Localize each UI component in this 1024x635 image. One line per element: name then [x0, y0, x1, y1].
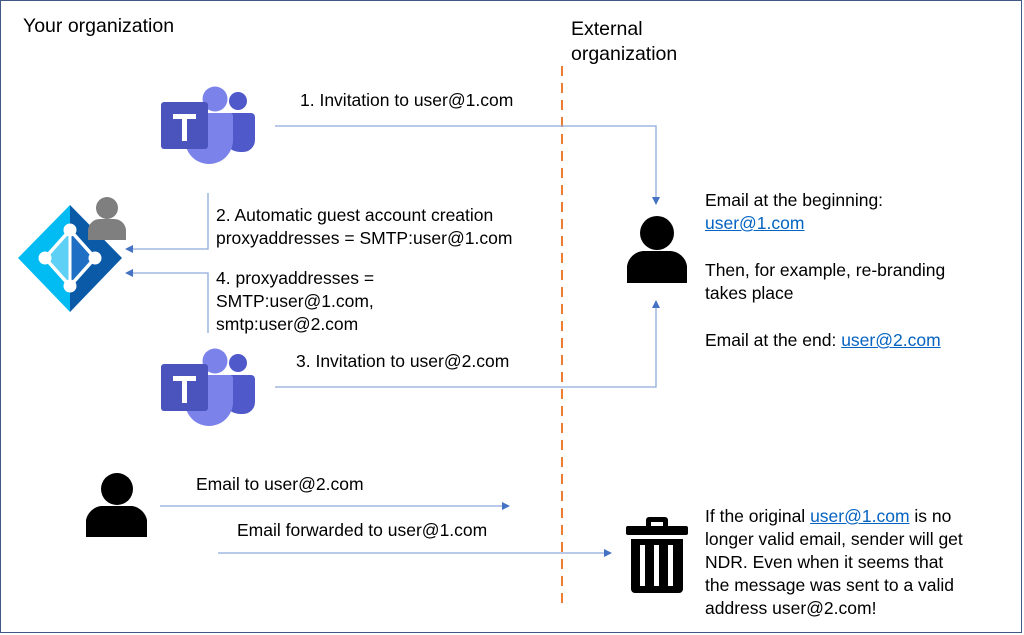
- ndr-original-email-link[interactable]: user@1.com: [810, 506, 910, 526]
- email-end-link[interactable]: user@2.com: [841, 330, 941, 350]
- email-beginning-label: Email at the beginning:: [705, 190, 884, 210]
- ndr-note-line3: NDR. Even when it seems that: [705, 552, 944, 572]
- ndr-line1-suffix: is no: [909, 506, 952, 526]
- trash-icon: [626, 517, 688, 593]
- rebranding-line2: takes place: [705, 283, 794, 303]
- invitation-1-connector: [275, 125, 660, 205]
- step-3-label: 3. Invitation to user@2.com: [296, 351, 510, 371]
- ndr-line1-prefix: If the original: [705, 506, 811, 526]
- email-end-line: Email at the end: user@2.com: [705, 330, 941, 351]
- email-end-label: Email at the end:: [705, 330, 842, 350]
- rebranding-line1: Then, for example, re-branding: [705, 260, 946, 280]
- step-4-label-line2: SMTP:user@1.com,: [216, 291, 374, 311]
- proxyaddresses-update-connector: [125, 269, 209, 333]
- step-4-label-line3: smtp:user@2.com: [216, 314, 359, 334]
- ndr-note-line5: address user@2.com!: [705, 598, 877, 618]
- guest-user-icon: [88, 197, 126, 240]
- ndr-note-line2: longer valid email, sender will get: [705, 529, 963, 549]
- email-beginning-link[interactable]: user@1.com: [705, 213, 805, 233]
- your-organization-heading: Your organization: [23, 15, 175, 37]
- ndr-note-line1: If the original user@1.com is no: [705, 506, 951, 527]
- email-to-label: Email to user@2.com: [196, 474, 364, 494]
- teams-icon-bottom: [161, 348, 255, 426]
- guest-creation-connector: [125, 193, 209, 253]
- azure-ad-icon: [18, 205, 122, 312]
- external-user-icon: [627, 216, 687, 283]
- teams-icon-top: [161, 86, 255, 164]
- external-organization-heading-line1: External: [571, 18, 643, 40]
- step-2-label-line1: 2. Automatic guest account creation: [216, 205, 494, 225]
- step-1-label: 1. Invitation to user@1.com: [300, 90, 514, 110]
- invitation-2-connector: [275, 300, 660, 388]
- sender-user-icon: [86, 473, 147, 537]
- step-4-label-line1: 4. proxyaddresses =: [216, 268, 375, 288]
- step-2-label-line2: proxyaddresses = SMTP:user@1.com: [216, 228, 513, 248]
- email-forwarded-label: Email forwarded to user@1.com: [237, 520, 488, 540]
- external-organization-heading-line2: organization: [571, 43, 678, 65]
- ndr-note-line4: the message was sent to a valid: [705, 575, 955, 595]
